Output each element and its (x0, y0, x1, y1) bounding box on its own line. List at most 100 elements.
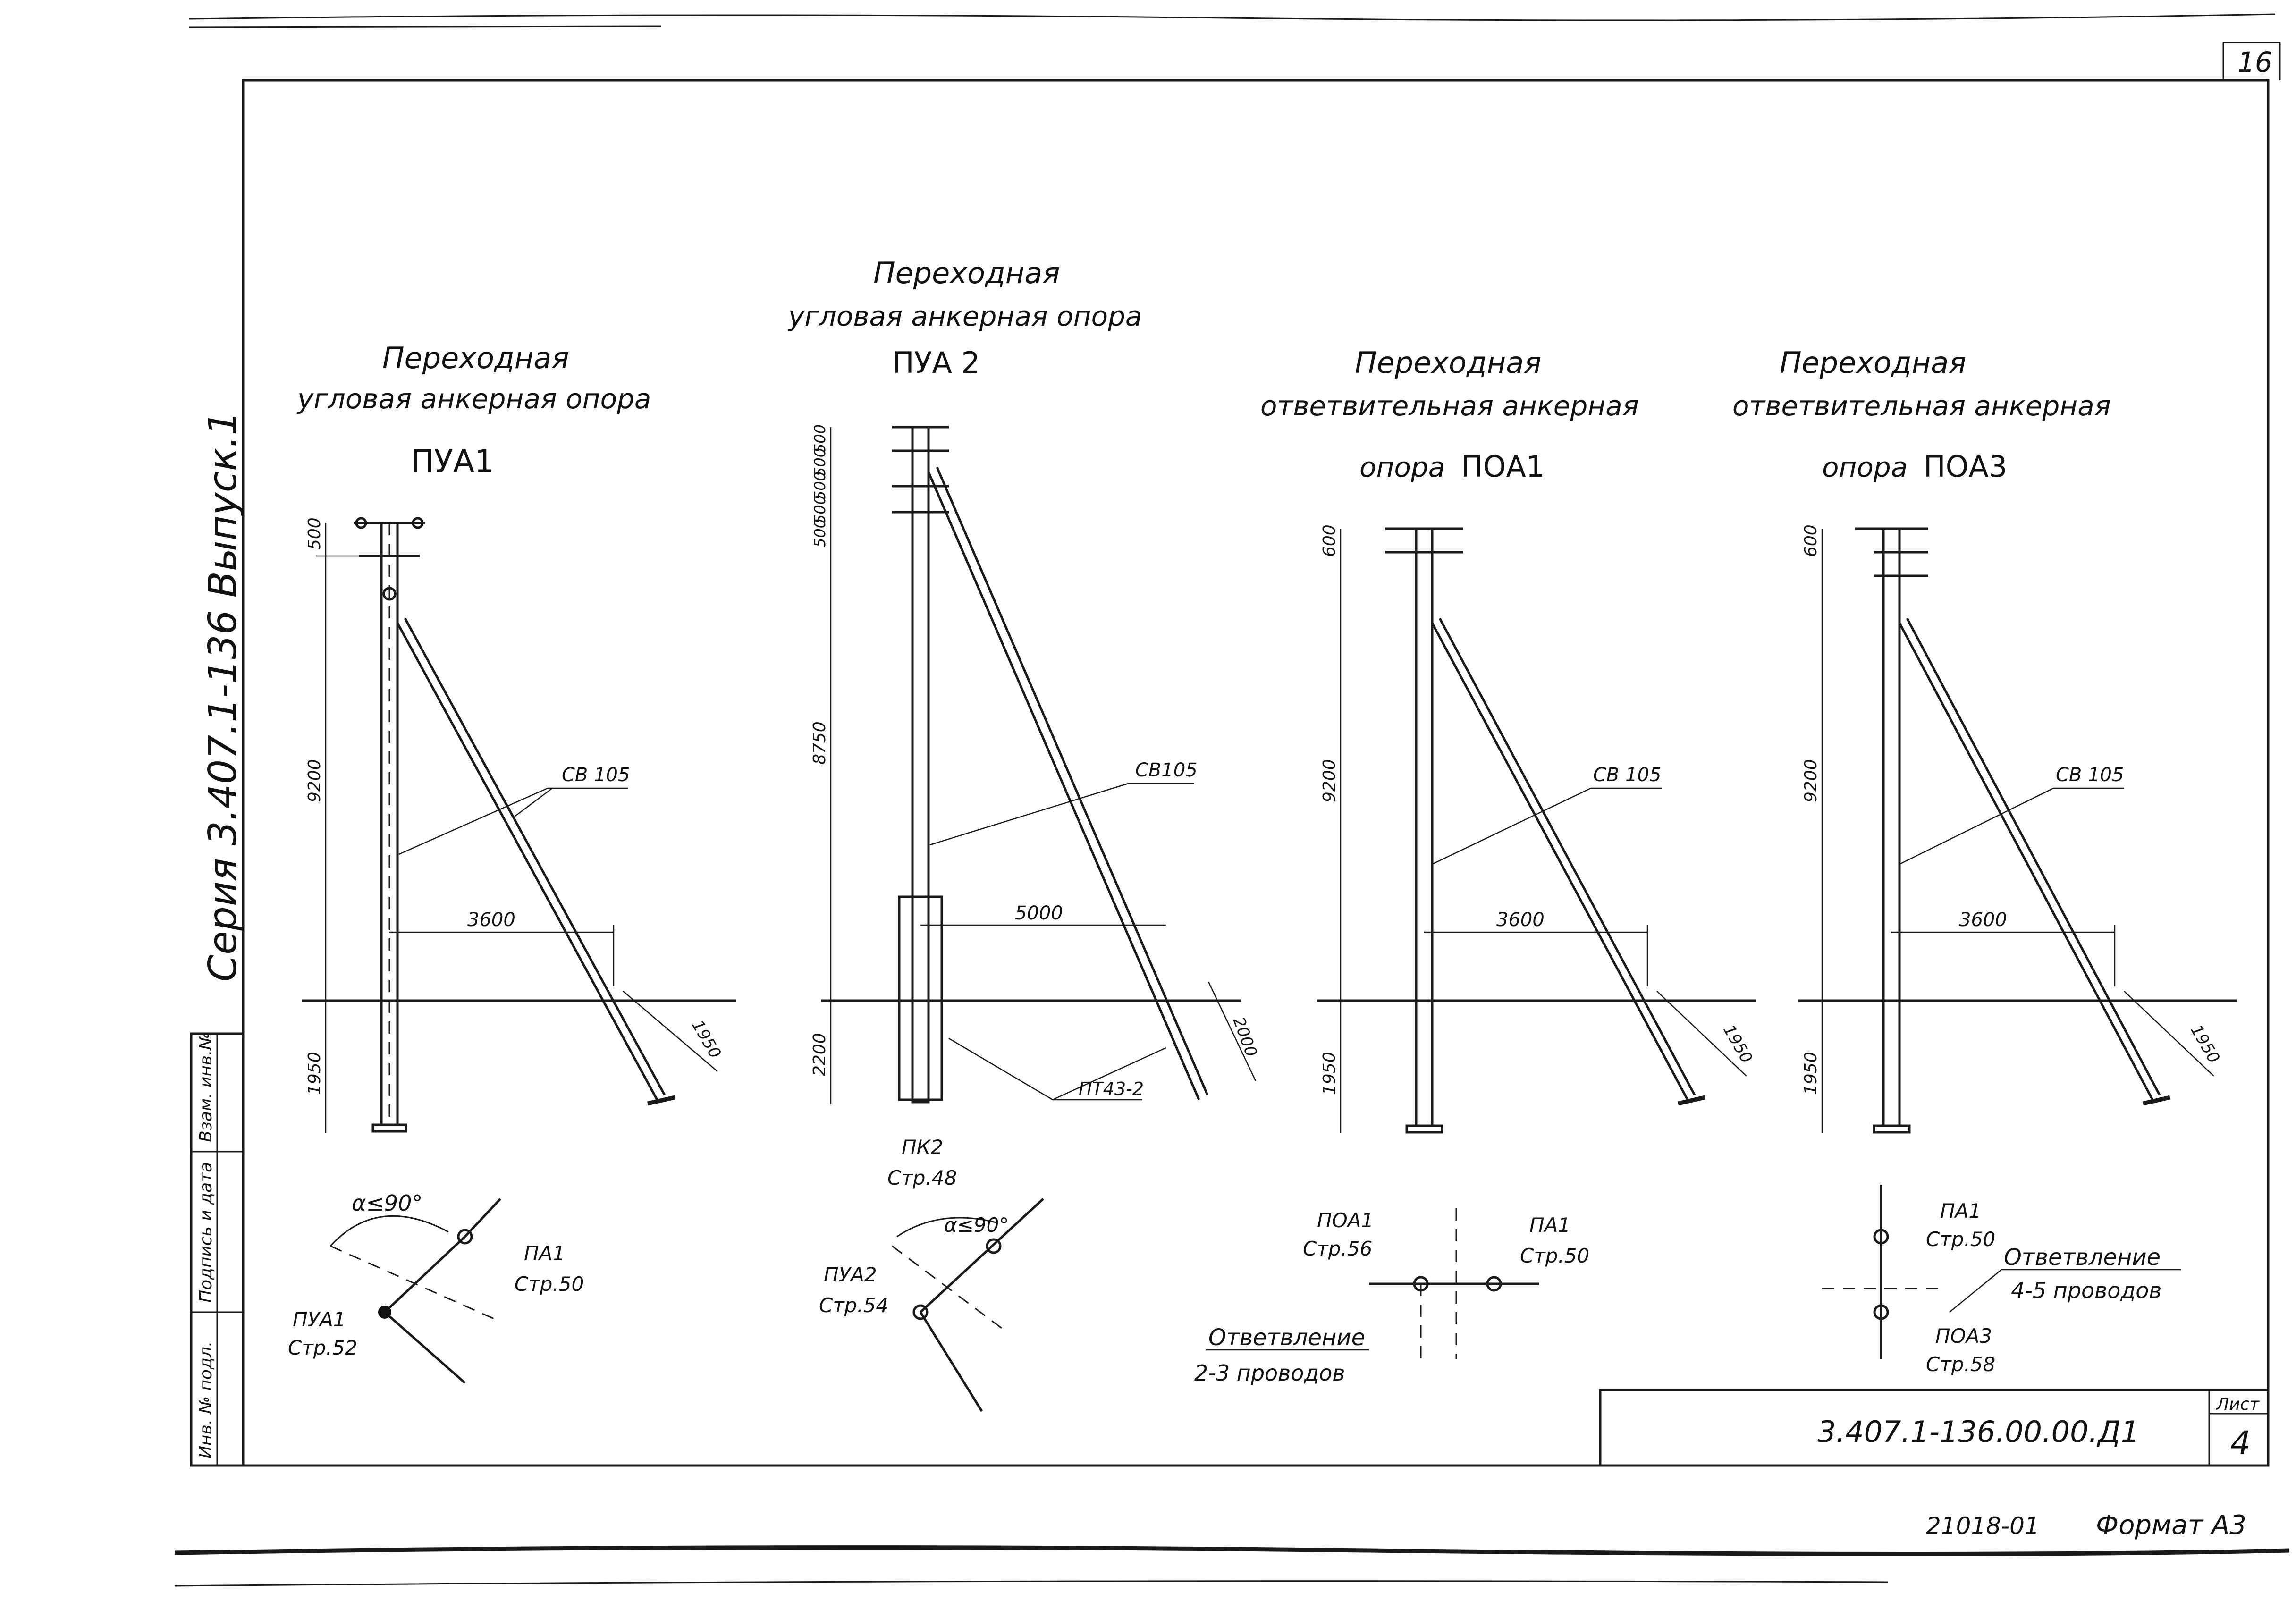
plan-angle: α≤90° (944, 1213, 1009, 1237)
pole-code: ПОА1 (1461, 449, 1545, 484)
dim-spread-label: 3600 (467, 909, 515, 931)
strut-label: СВ105 (1135, 759, 1198, 781)
pole-title-line3: опора (1359, 451, 1445, 483)
dim-top: 500 (305, 517, 324, 550)
base-label: ПТ43-2 (1079, 1079, 1144, 1099)
footer-code: 21018-01 (1926, 1512, 2040, 1540)
strut-base (1677, 1095, 1706, 1106)
dim-top-a: 500 (811, 424, 829, 453)
dim-underground: 2200 (810, 1033, 829, 1076)
pole-code: ПОА3 (1924, 449, 2007, 484)
plan-node (378, 1306, 391, 1319)
bottom-edge-line-2 (174, 1580, 1889, 1587)
plan-ref2: ПУА2 (824, 1263, 877, 1286)
branch-leader (1949, 1269, 2002, 1313)
plan-ref2: ПОА3 (1935, 1324, 1992, 1348)
dim-spread-label: 3600 (1959, 909, 2007, 931)
dim-height: 9200 (305, 759, 324, 802)
plan-branch-wires: 2-3 проводов (1194, 1360, 1345, 1386)
plan-ref2: ПА1 (1529, 1213, 1570, 1237)
plan-branch: Ответвление (1208, 1324, 1365, 1351)
pole-poa3: Переходная ответвительная анкерная опора… (1732, 345, 2237, 1376)
plan-line (920, 1198, 1044, 1313)
plan-node (986, 1238, 1002, 1254)
strut (927, 467, 1209, 1100)
dim-anchor (2124, 991, 2214, 1077)
plan-node (457, 1229, 473, 1245)
title-block (1599, 1389, 2270, 1467)
plan-ref1-page: Стр.50 (515, 1272, 584, 1296)
dim-height: 9200 (1320, 759, 1339, 802)
dim-top-e: 500 (811, 519, 829, 548)
plan-ref1-page: Стр.56 (1303, 1237, 1372, 1260)
strut-base (2142, 1095, 2171, 1106)
pole-foot (1873, 1124, 1911, 1134)
pole-title-line2: ответвительная анкерная (1260, 390, 1639, 422)
plan-line (384, 1311, 466, 1384)
pole-foot (1405, 1124, 1443, 1134)
side-stamp-inv: Инв. № подл. (196, 1341, 216, 1458)
pole-pua1: Переходная угловая анкерная опора ПУА1 5… (288, 341, 736, 1384)
plan-line (919, 1311, 983, 1412)
pole-pua2: Переходная угловая анкерная опора ПУА 2 … (787, 256, 1261, 1412)
top-edge-line (188, 13, 2276, 21)
plan-ref2-page: Стр.52 (288, 1336, 357, 1359)
plan-arc (896, 1217, 996, 1238)
strut-label: СВ 105 (1593, 764, 1661, 786)
strut-leader (1433, 787, 1591, 865)
pole-title-line2: ответвительная анкерная (1732, 390, 2111, 422)
pole-shaft (1415, 527, 1434, 1127)
dim-anchor-label: 1950 (1719, 1022, 1756, 1067)
dim-anchor-label: 1950 (2186, 1022, 2223, 1067)
plan-ref1: ПА1 (1940, 1199, 1981, 1222)
dim-anchor-label: 2000 (1229, 1014, 1261, 1059)
page-number: 16 (2237, 46, 2272, 78)
side-stamp-replace: Взам. инв.№ (196, 1032, 216, 1142)
pole-shaft (911, 426, 930, 1104)
strut (396, 617, 666, 1101)
plan-arc (329, 1215, 449, 1247)
plan-node (1873, 1229, 1889, 1245)
dim-top: 600 (1801, 524, 1821, 557)
strut (1898, 617, 2161, 1101)
dim-underground: 1950 (1320, 1052, 1339, 1095)
dim-anchor-label: 1950 (688, 1017, 725, 1062)
top-edge-line-2 (188, 25, 661, 28)
sheet-number: 4 (2230, 1424, 2251, 1462)
strut-leader (398, 787, 548, 855)
dim-anchor (1656, 991, 1747, 1077)
plan-angle: α≤90° (352, 1190, 422, 1216)
pole-title-line3: опора (1822, 451, 1908, 483)
pole-foot (371, 1123, 407, 1133)
strut-base (647, 1095, 675, 1106)
pole-poa1: Переходная ответвительная анкерная опора… (1194, 345, 1756, 1386)
plan-node (1873, 1304, 1889, 1320)
pole-shaft (1882, 527, 1901, 1127)
insulator (412, 517, 424, 529)
sheet-label: Лист (2215, 1395, 2260, 1414)
format-label: Формат А3 (2096, 1510, 2246, 1541)
dim-spread-label: 5000 (1015, 902, 1063, 924)
plan-ref1: ПОА1 (1317, 1209, 1374, 1232)
strut-label: СВ 105 (562, 764, 630, 786)
pole-title-line2: угловая анкерная опора (296, 383, 651, 415)
plan-ref2: ПУА1 (293, 1308, 346, 1331)
strut-label: СВ 105 (2056, 764, 2124, 786)
plan-ref1: ПА1 (524, 1242, 565, 1265)
plan-dash (330, 1245, 501, 1323)
plan-node (1413, 1276, 1429, 1292)
pole-title-line1: Переходная (382, 341, 569, 375)
plan-branch: Ответвление (2004, 1244, 2161, 1271)
dim-top-c: 500 (811, 472, 829, 500)
plan-node (912, 1304, 929, 1320)
doc-code: 3.407.1-136.00.00.Д1 (1817, 1415, 2139, 1449)
plan-line (384, 1236, 466, 1313)
plan-ref2-page: Стр.58 (1926, 1353, 1995, 1376)
dim-top-b: 500 (811, 448, 829, 477)
bottom-edge-line (174, 1545, 2290, 1556)
drawing-frame (242, 79, 2270, 1467)
dim-anchor (1207, 981, 1257, 1081)
strut (1431, 617, 1696, 1101)
dim-height: 8750 (810, 721, 829, 765)
